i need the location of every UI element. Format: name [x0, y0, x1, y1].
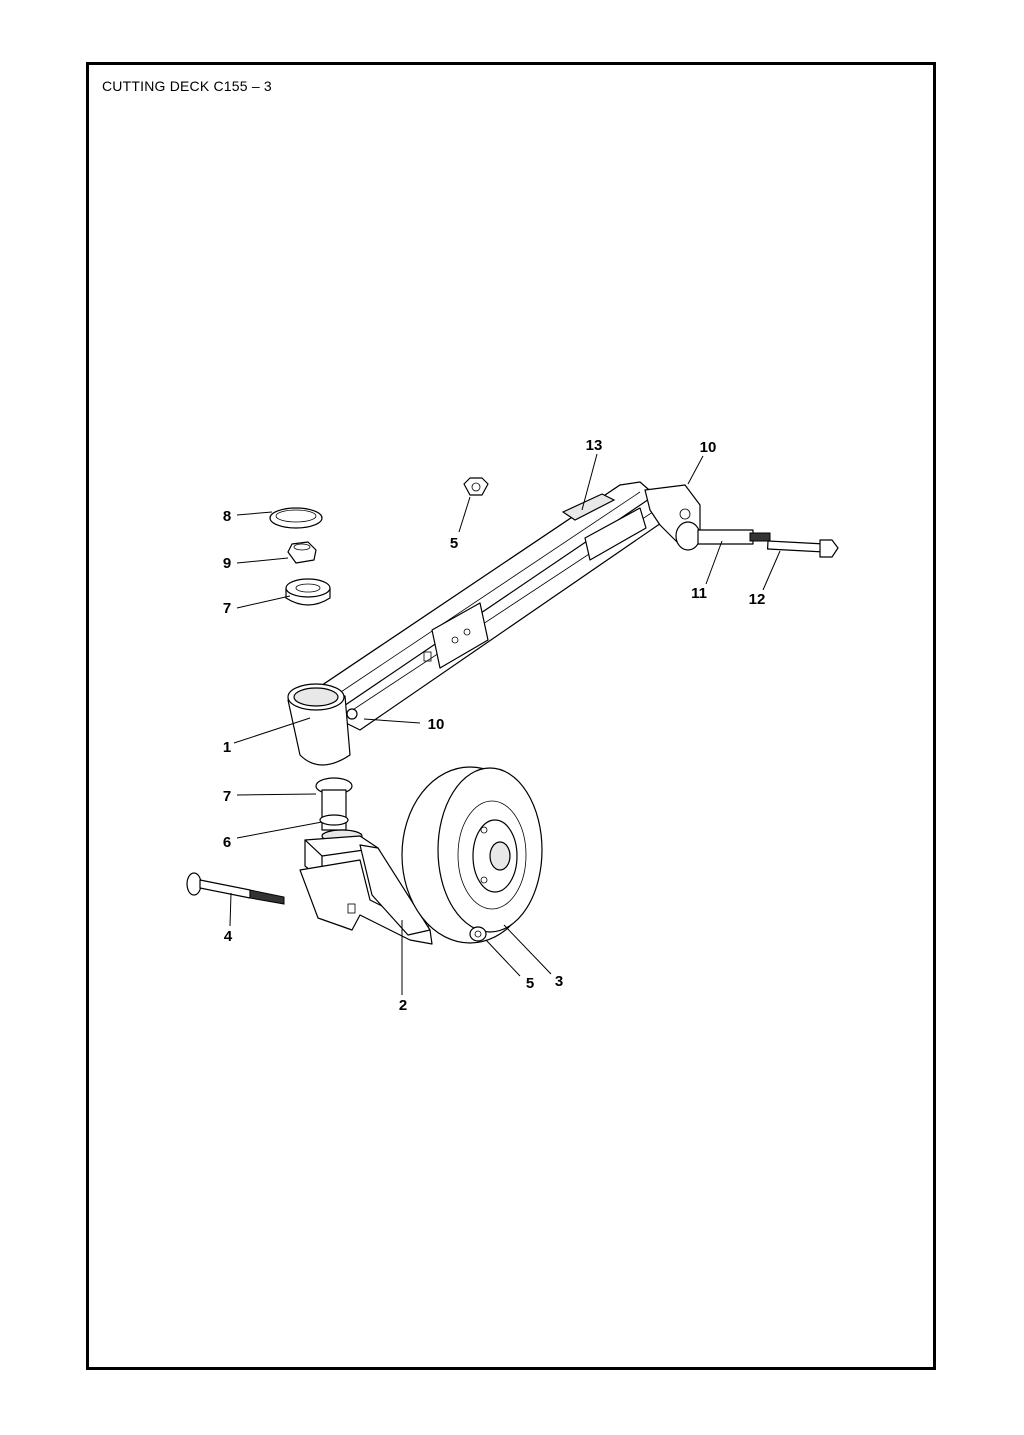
cap	[269, 507, 323, 529]
callout-1: 1	[223, 739, 231, 756]
arm-assembly	[287, 481, 701, 766]
callout-11: 11	[691, 585, 707, 602]
callout-9: 9	[223, 555, 231, 572]
callout-4: 4	[224, 928, 233, 945]
callout-3: 3	[555, 973, 563, 990]
callout-7-top: 7	[223, 600, 231, 617]
callout-5-wheel: 5	[526, 975, 534, 992]
callout-labels: 13 10 8 5 9 7 11 12 10 1 7 6 4 5 3 2	[223, 437, 766, 1014]
callout-13: 13	[586, 437, 603, 454]
drawing-frame	[86, 62, 936, 1370]
callout-10-top: 10	[700, 439, 717, 456]
leader-lines	[229, 453, 781, 995]
bearing-lower	[315, 777, 363, 843]
lock-nut	[287, 541, 317, 564]
callout-7-lower: 7	[223, 788, 231, 805]
page-title: CUTTING DECK C155 – 3	[102, 78, 272, 94]
nut-top	[463, 477, 489, 496]
callout-12: 12	[749, 591, 766, 608]
callout-10-arm: 10	[428, 716, 445, 733]
callout-5-top: 5	[450, 535, 458, 552]
bearing-top	[285, 578, 331, 606]
callout-8: 8	[223, 508, 231, 525]
callout-2: 2	[399, 997, 407, 1014]
fork	[299, 835, 433, 945]
wheel	[401, 766, 543, 944]
fork-bolt	[186, 872, 285, 905]
pivot-bolt	[697, 529, 839, 558]
callout-6: 6	[223, 834, 231, 851]
